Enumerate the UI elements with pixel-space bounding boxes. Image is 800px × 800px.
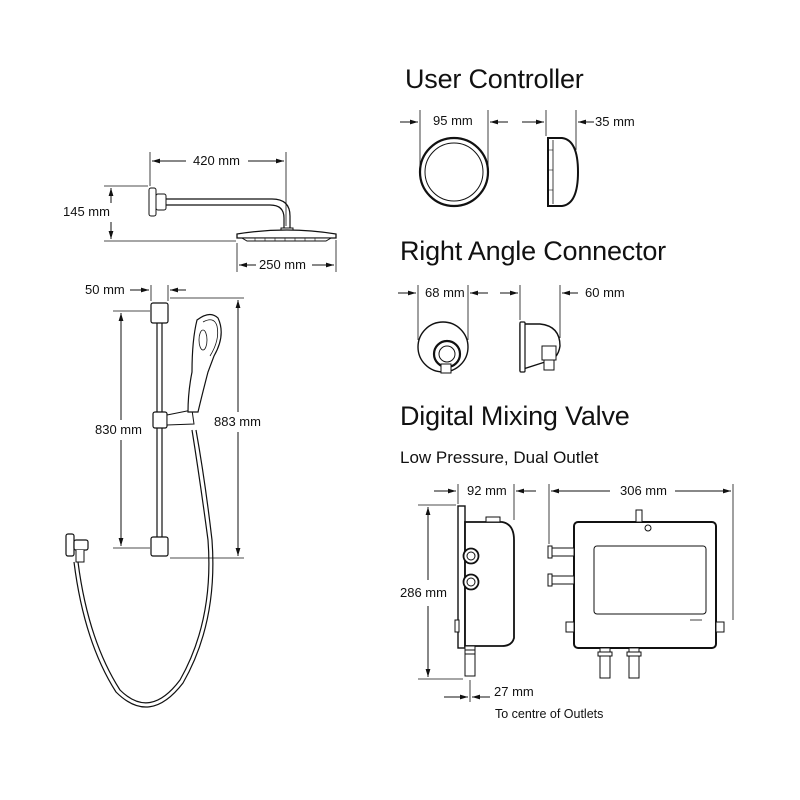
dim-connector-depth: 60 mm	[584, 285, 626, 300]
right-angle-connector-drawing	[398, 285, 578, 374]
dim-rail-bracket-spacing: 830 mm	[94, 422, 143, 437]
dim-head-diameter: 250 mm	[258, 257, 307, 272]
title-user-controller: User Controller	[405, 64, 584, 94]
dim-valve-depth: 92 mm	[466, 483, 508, 498]
dim-outlet-offset: 27 mm	[493, 684, 535, 699]
dim-head-arm-height: 145 mm	[62, 204, 111, 219]
dim-controller-depth: 35 mm	[594, 114, 636, 129]
title-digital-mixing-valve: Digital Mixing Valve	[400, 401, 630, 431]
dim-controller-diameter: 95 mm	[432, 113, 474, 128]
dim-valve-width: 306 mm	[619, 483, 668, 498]
dim-rail-total-height: 883 mm	[213, 414, 262, 429]
dim-rail-width: 50 mm	[84, 282, 126, 297]
user-controller-drawing	[400, 110, 594, 208]
note-outlet-offset: To centre of Outlets	[495, 707, 604, 721]
dim-valve-height: 286 mm	[399, 585, 448, 600]
mixing-valve-side-drawing	[418, 484, 536, 702]
dim-connector-width: 68 mm	[424, 285, 466, 300]
slide-rail-drawing	[65, 285, 244, 708]
valve-subtitle: Low Pressure, Dual Outlet	[400, 448, 599, 467]
title-right-angle-connector: Right Angle Connector	[400, 236, 666, 266]
dim-head-arm-length: 420 mm	[192, 153, 241, 168]
shower-head-drawing	[104, 152, 337, 272]
mixing-valve-front-drawing	[547, 484, 734, 679]
